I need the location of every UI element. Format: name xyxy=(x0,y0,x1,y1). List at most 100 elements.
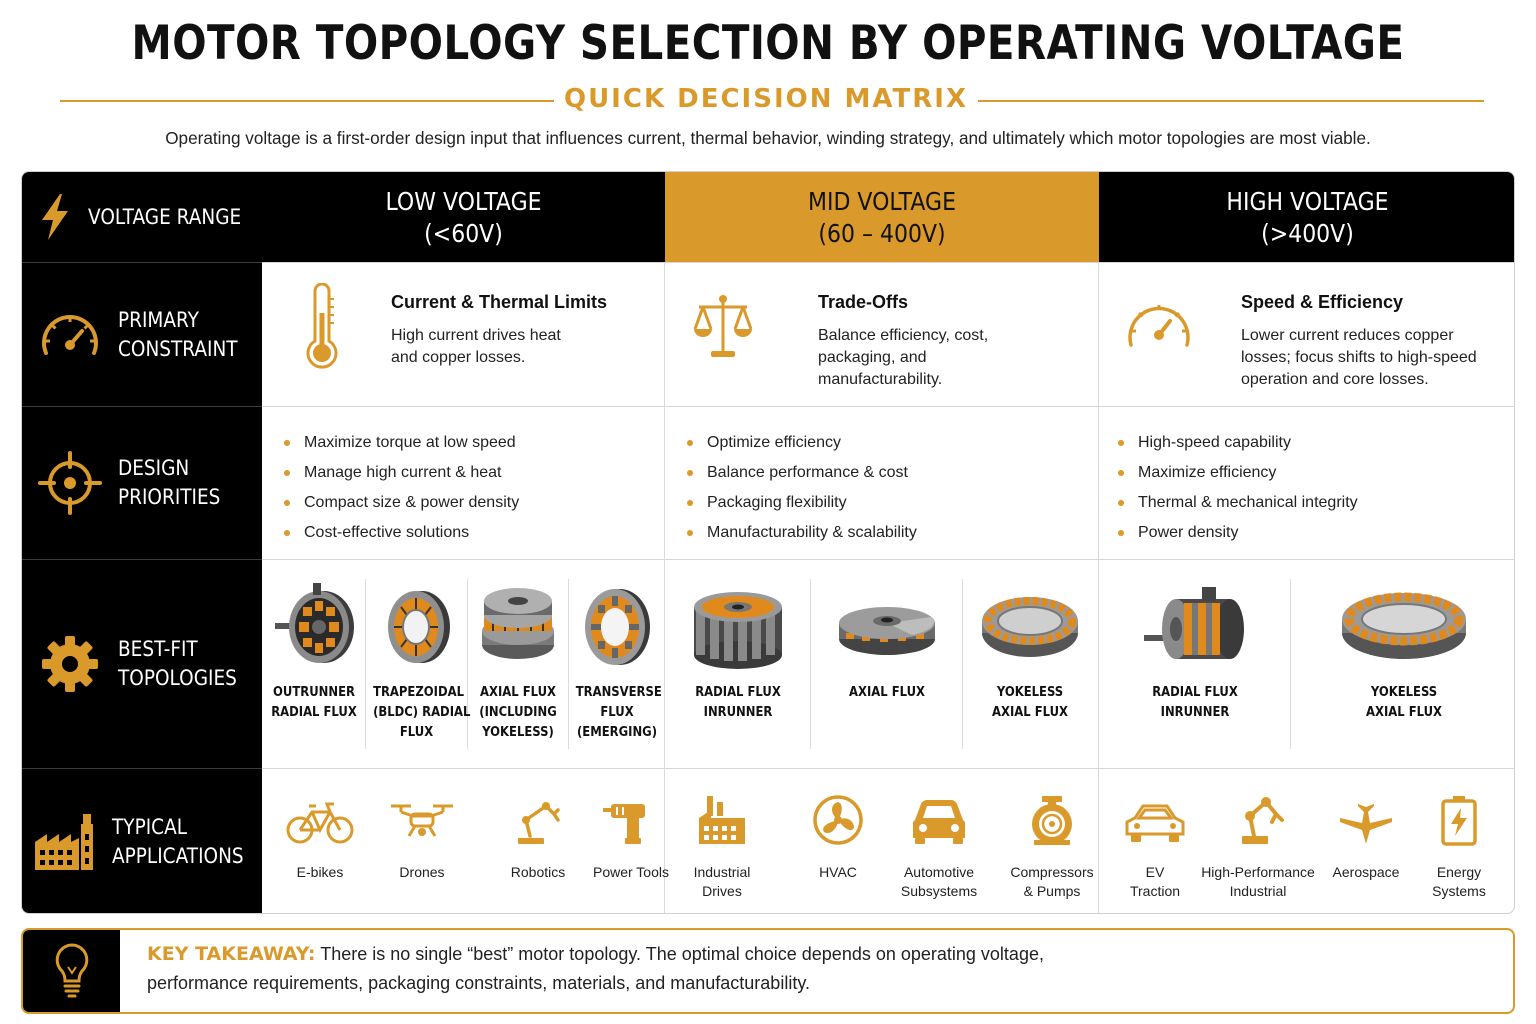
crosshair-target-icon xyxy=(22,451,118,515)
row-label-typical-applications: TYPICAL APPLICATIONS xyxy=(22,769,262,913)
list-item: Manufacturability & scalability xyxy=(687,518,917,548)
priorities-list-mid: Optimize efficiency Balance performance … xyxy=(687,428,917,548)
application-label: Robotics xyxy=(510,864,566,880)
topology-label: OUTRUNNER xyxy=(273,684,355,700)
topology-label: TRANSVERSE xyxy=(575,684,662,700)
list-item: Maximize efficiency xyxy=(1118,458,1358,488)
topology-label: INRUNNER xyxy=(1160,704,1230,720)
lightbulb-icon xyxy=(23,930,120,1012)
constraint-body-line: packaging, and xyxy=(818,349,927,366)
speedometer-icon xyxy=(1123,295,1195,356)
application-label: Energy xyxy=(1436,864,1482,880)
topology-label: YOKELESS) xyxy=(482,724,554,740)
constraint-cell-high: Speed & Efficiency Lower current reduces… xyxy=(1099,263,1514,406)
header-high-title: HIGH VOLTAGE xyxy=(1226,187,1389,216)
constraint-title: Current & Thermal Limits xyxy=(391,292,608,312)
application-label: Industrial xyxy=(1229,883,1287,899)
topology-label: AXIAL FLUX xyxy=(849,684,925,700)
application-e-bikes: E-bikes xyxy=(280,798,360,882)
constraint-cell-low: Current & Thermal Limits High current dr… xyxy=(262,263,664,406)
topology-outrunner-radial-flux: OUTRUNNER RADIAL FLUX xyxy=(264,577,364,722)
topology-divider xyxy=(962,579,963,749)
radial-inrunner-motor-icon xyxy=(672,577,804,682)
row-label-text: PRIMARY xyxy=(118,307,199,332)
list-item: Cost-effective solutions xyxy=(284,518,519,548)
constraint-cell-mid: Trade-Offs Balance efficiency, cost, pac… xyxy=(665,263,1098,406)
topology-label: AXIAL FLUX xyxy=(480,684,556,700)
radial-inrunner-motor-icon xyxy=(1120,577,1270,682)
constraint-body-line: Balance efficiency, cost, xyxy=(818,327,989,344)
topology-transverse-flux: TRANSVERSE FLUX (EMERGING) xyxy=(569,577,665,742)
page-title: MOTOR TOPOLOGY SELECTION BY OPERATING VO… xyxy=(131,16,1405,71)
application-label: Power Tools xyxy=(592,864,669,880)
topology-label: FLUX xyxy=(600,704,634,720)
drone-icon xyxy=(382,798,462,851)
application-aerospace: Aerospace xyxy=(1326,798,1406,882)
speedometer-icon xyxy=(22,307,118,363)
transverse-flux-motor-icon xyxy=(569,577,665,682)
bldc-motor-icon xyxy=(366,577,467,682)
topology-label: RADIAL FLUX xyxy=(271,704,357,720)
lightning-icon xyxy=(22,192,88,242)
outrunner-motor-icon xyxy=(264,577,364,682)
topology-label: RADIAL FLUX xyxy=(695,684,781,700)
application-label: E-bikes xyxy=(296,864,344,880)
header-low-range: (<60V) xyxy=(424,219,503,248)
application-label: & Pumps xyxy=(1023,883,1081,899)
header-low-voltage: LOW VOLTAGE(<60V) xyxy=(262,172,665,262)
topology-label: YOKELESS xyxy=(1370,684,1438,700)
header-mid-voltage: MID VOLTAGE(60 – 400V) xyxy=(665,172,1099,262)
row-divider xyxy=(22,406,1514,407)
row-divider xyxy=(22,768,1514,769)
topology-label: AXIAL FLUX xyxy=(1366,704,1442,720)
topology-divider xyxy=(1290,579,1291,749)
constraint-title: Speed & Efficiency xyxy=(1241,292,1404,312)
subtitle-divider-right xyxy=(978,100,1484,102)
topology-label: RADIAL FLUX xyxy=(1152,684,1238,700)
axial-flux-disc-icon xyxy=(817,577,957,682)
row-label-text: APPLICATIONS xyxy=(112,844,245,868)
header-mid-title: MID VOLTAGE xyxy=(808,187,956,216)
topology-radial-flux-inrunner-mid: RADIAL FLUX INRUNNER xyxy=(672,577,804,722)
takeaway-heading: KEY TAKEAWAY: xyxy=(147,943,316,965)
list-item: Balance performance & cost xyxy=(687,458,917,488)
key-takeaway-box: KEY TAKEAWAY: There is no single “best” … xyxy=(21,928,1515,1014)
factory-icon xyxy=(22,812,112,872)
topology-label: INRUNNER xyxy=(703,704,773,720)
row-divider xyxy=(22,262,1514,263)
list-item: Thermal & mechanical integrity xyxy=(1118,488,1358,518)
column-divider xyxy=(664,262,665,913)
row-divider xyxy=(22,559,1514,560)
yokeless-axial-flux-icon xyxy=(1304,577,1504,682)
constraint-body-line: High current drives heat xyxy=(391,327,561,344)
pump-icon xyxy=(1004,794,1100,851)
row-label-text: TYPICAL xyxy=(112,815,188,839)
application-label: Subsystems xyxy=(900,883,978,899)
yokeless-axial-flux-icon xyxy=(966,577,1094,682)
bicycle-icon xyxy=(280,798,360,851)
list-item: Power density xyxy=(1118,518,1358,548)
constraint-body-line: operation and core losses. xyxy=(1241,371,1429,388)
topology-radial-flux-inrunner-high: RADIAL FLUX INRUNNER xyxy=(1120,577,1270,722)
topology-label: (INCLUDING xyxy=(479,704,557,720)
topology-divider xyxy=(568,579,569,749)
factory-icon xyxy=(682,794,762,851)
takeaway-text: There is no single “best” motor topology… xyxy=(320,944,1044,964)
application-label: Systems xyxy=(1432,883,1486,899)
topology-label: YOKELESS xyxy=(996,684,1064,700)
row-label-text: BEST-FIT xyxy=(118,637,198,661)
list-item: Compact size & power density xyxy=(284,488,519,518)
constraint-body-line: Lower current reduces copper xyxy=(1241,327,1454,344)
axial-flux-motor-icon xyxy=(468,577,568,682)
priorities-list-high: High-speed capability Maximize efficienc… xyxy=(1118,428,1358,548)
topology-label: (EMERGING) xyxy=(576,724,658,740)
topology-label: TRAPEZOIDAL xyxy=(373,684,464,700)
intro-text: Operating voltage is a first-order desig… xyxy=(165,128,1371,148)
application-label: Automotive xyxy=(903,864,975,880)
